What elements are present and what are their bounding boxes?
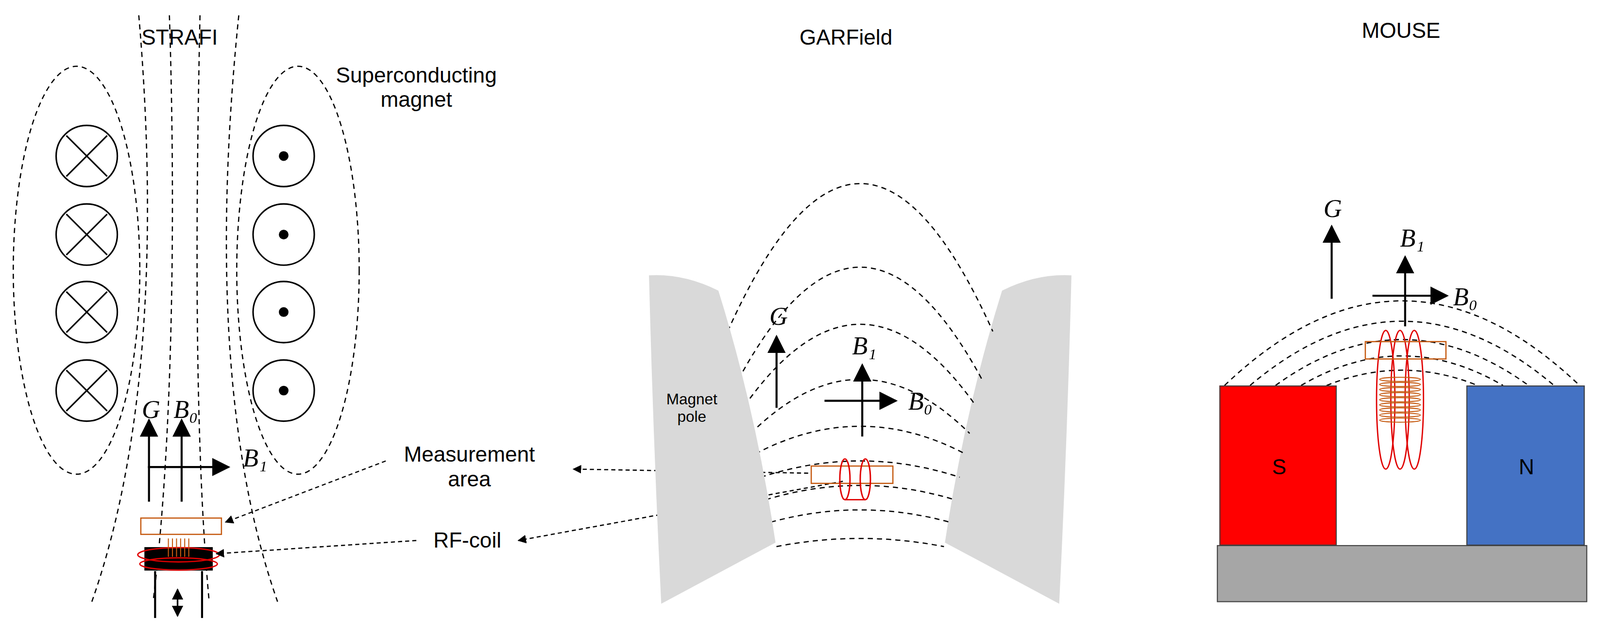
magnet-label: Superconducting magnet (319, 63, 514, 113)
callout-label: RF-coil (433, 528, 502, 554)
pole-shape (646, 273, 778, 607)
vector-symbol: G (769, 302, 788, 332)
vector-symbol: G (141, 395, 161, 425)
magnet-pole: Magnet pole (646, 273, 778, 607)
strafi-setup (13, 15, 359, 619)
pole-label: Magnet pole (656, 390, 728, 426)
vector-symbol: B₁ (851, 332, 877, 362)
garfield-setup (727, 183, 1072, 605)
magnet-block: N (1466, 385, 1585, 546)
callout-label: Measurement area (392, 442, 546, 492)
vector-symbol: B₀ (1453, 283, 1478, 313)
pole-letter: N (1518, 454, 1535, 480)
vector-symbol: B₁ (1399, 223, 1425, 254)
vector-symbol: B₀ (173, 395, 198, 425)
vector-symbol: B₁ (242, 444, 268, 474)
magnet-block: S (1219, 385, 1337, 546)
vector-symbol: B₀ (908, 387, 933, 417)
panel-title: GARField (799, 25, 893, 51)
panel-title: MOUSE (1361, 18, 1441, 44)
mouse-setup (1217, 226, 1587, 602)
pole-letter: S (1272, 454, 1287, 480)
panel-title: STRAFI (141, 25, 218, 51)
vector-symbol: G (1323, 194, 1343, 224)
